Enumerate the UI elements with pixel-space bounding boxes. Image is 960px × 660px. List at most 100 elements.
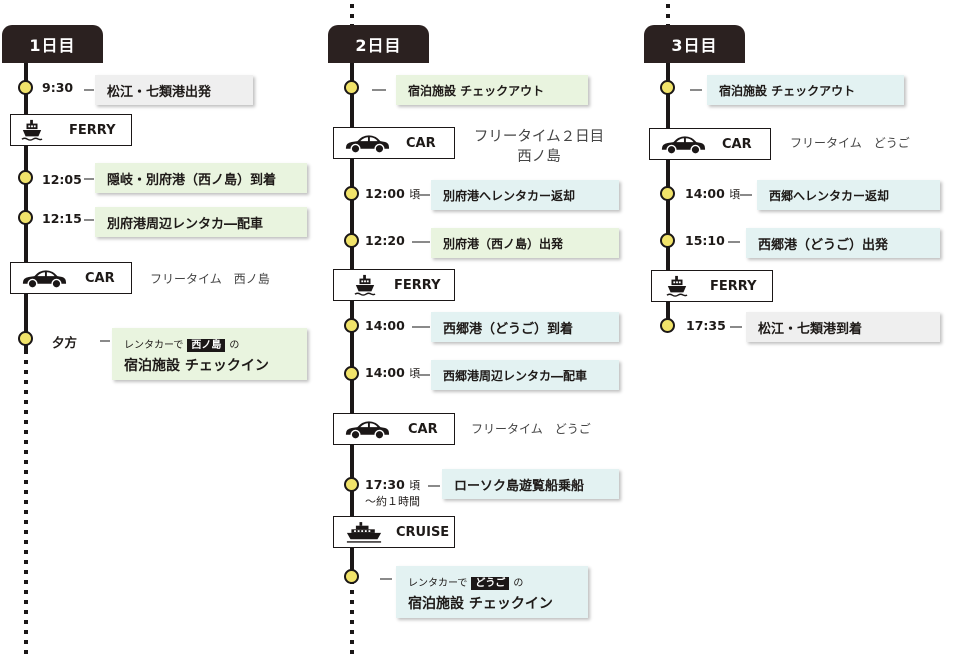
schedule-card: 松江・七類港出発 — [95, 75, 253, 105]
timeline-dot — [660, 186, 675, 201]
mode-label: FERRY — [710, 278, 757, 294]
timeline-dot — [18, 331, 33, 346]
time-label: 14:00 頃 — [365, 365, 421, 380]
ferry-icon — [354, 274, 376, 296]
mode-label: CAR — [406, 135, 436, 151]
transport-car: CAR — [649, 128, 771, 160]
checkin-prefix: レンタカーで — [124, 340, 184, 351]
checkin-text: 宿泊施設 チェックイン — [124, 358, 269, 374]
mode-label: FERRY — [394, 277, 441, 293]
transport-ferry: FERRY — [333, 269, 455, 301]
connector — [728, 241, 740, 243]
connector — [372, 89, 386, 91]
ferry-icon — [666, 275, 688, 297]
day1-timeline-line — [24, 60, 28, 350]
time-label: 9:30 — [42, 80, 74, 95]
car-icon — [344, 418, 390, 440]
timeline-dot — [18, 170, 33, 185]
connector — [418, 374, 430, 376]
time-label: 12:20 — [365, 233, 405, 248]
timeline-dot — [660, 80, 675, 95]
time-label: 17:30 頃 ～約１時間 — [365, 477, 421, 509]
timeline-dot — [660, 318, 675, 333]
car-icon — [660, 133, 706, 155]
schedule-card: 別府港へレンタカー返却 — [431, 180, 619, 210]
time-label: 17:35 — [686, 318, 726, 333]
timeline-dot — [660, 233, 675, 248]
time-label: 12:15 — [42, 211, 82, 226]
timeline-dot — [344, 477, 359, 492]
schedule-card: 別府港（西ノ島）出発 — [431, 228, 619, 258]
day2-tab[interactable]: 2日目 — [328, 25, 429, 63]
free-time-note: フリータイム どうご — [790, 136, 910, 150]
time-label: 14:00 頃 — [685, 186, 741, 201]
timeline-dot — [344, 233, 359, 248]
free-time-note: フリータイム 西ノ島 — [150, 272, 270, 286]
checkin-card: レンタカーでどうごの 宿泊施設 チェックイン — [396, 566, 588, 618]
schedule-card: 西郷港（どうご）到着 — [431, 312, 619, 342]
checkin-prefix: レンタカーで — [408, 578, 468, 589]
connector — [84, 178, 94, 180]
free-time-note: フリータイム２日目 西ノ島 — [468, 128, 610, 167]
schedule-card: 隠岐・別府港（西ノ島）到着 — [95, 163, 307, 193]
mode-label: CAR — [408, 421, 438, 437]
schedule-card: 西郷港周辺レンタカ―配車 — [431, 360, 619, 390]
connector — [100, 340, 110, 342]
timeline-dot — [344, 569, 359, 584]
checkin-card: レンタカーで西ノ島の 宿泊施設 チェックイン — [112, 328, 307, 380]
checkin-suffix: の — [513, 578, 524, 589]
mode-label: CAR — [722, 136, 752, 152]
connector — [412, 326, 430, 328]
day3-tab[interactable]: 3日目 — [644, 25, 745, 63]
day2-timeline-dotted-top — [350, 4, 354, 26]
transport-car: CAR — [333, 413, 455, 445]
timeline-dot — [344, 318, 359, 333]
checkin-suffix: の — [229, 340, 240, 351]
transport-ferry: FERRY — [10, 114, 132, 146]
time-label: 12:00 頃 — [365, 186, 421, 201]
connector — [380, 578, 392, 580]
time-label: 夕方 — [52, 335, 78, 350]
transport-car: CAR — [10, 262, 132, 294]
timeline-dot — [18, 210, 33, 225]
connector — [740, 194, 752, 196]
schedule-card: ローソク島遊覧船乗船 — [442, 469, 619, 499]
free-time-line2: 西ノ島 — [517, 148, 561, 165]
car-icon — [344, 132, 390, 154]
schedule-card: 宿泊施設 チェックアウト — [396, 75, 588, 105]
schedule-card: 松江・七類港到着 — [746, 312, 940, 342]
cruise-ship-icon — [346, 521, 382, 543]
day1-tab[interactable]: 1日目 — [2, 25, 103, 63]
schedule-card: 宿泊施設 チェックアウト — [707, 75, 904, 105]
checkin-text: 宿泊施設 チェックイン — [408, 596, 553, 612]
timeline-dot — [344, 366, 359, 381]
time-label: 14:00 — [365, 318, 405, 333]
ferry-icon — [21, 119, 43, 141]
connector — [412, 241, 430, 243]
connector — [84, 89, 94, 91]
mode-label: CAR — [85, 270, 115, 286]
car-icon — [21, 267, 67, 289]
time-label: 12:05 — [42, 172, 82, 187]
transport-car: CAR — [333, 127, 455, 159]
timeline-dot — [18, 80, 33, 95]
mode-label: FERRY — [69, 122, 116, 138]
schedule-card: 西郷へレンタカー返却 — [757, 180, 940, 210]
timeline-dot — [344, 80, 359, 95]
day2-timeline-dotted — [350, 580, 354, 660]
time-label: 15:10 — [685, 233, 725, 248]
transport-cruise: CRUISE — [333, 516, 455, 548]
schedule-card: 別府港周辺レンタカ―配車 — [95, 207, 307, 237]
free-time-line1: フリータイム２日目 — [473, 129, 605, 145]
connector — [690, 89, 702, 91]
connector — [730, 326, 742, 328]
timeline-dot — [344, 186, 359, 201]
connector — [428, 485, 440, 487]
free-time-note: フリータイム どうご — [471, 422, 591, 436]
transport-ferry: FERRY — [651, 270, 773, 302]
day3-timeline-dotted-top — [666, 4, 670, 26]
day1-timeline-dotted — [24, 350, 28, 660]
connector — [418, 194, 430, 196]
mode-label: CRUISE — [396, 524, 450, 540]
place-highlight: 西ノ島 — [187, 339, 226, 352]
